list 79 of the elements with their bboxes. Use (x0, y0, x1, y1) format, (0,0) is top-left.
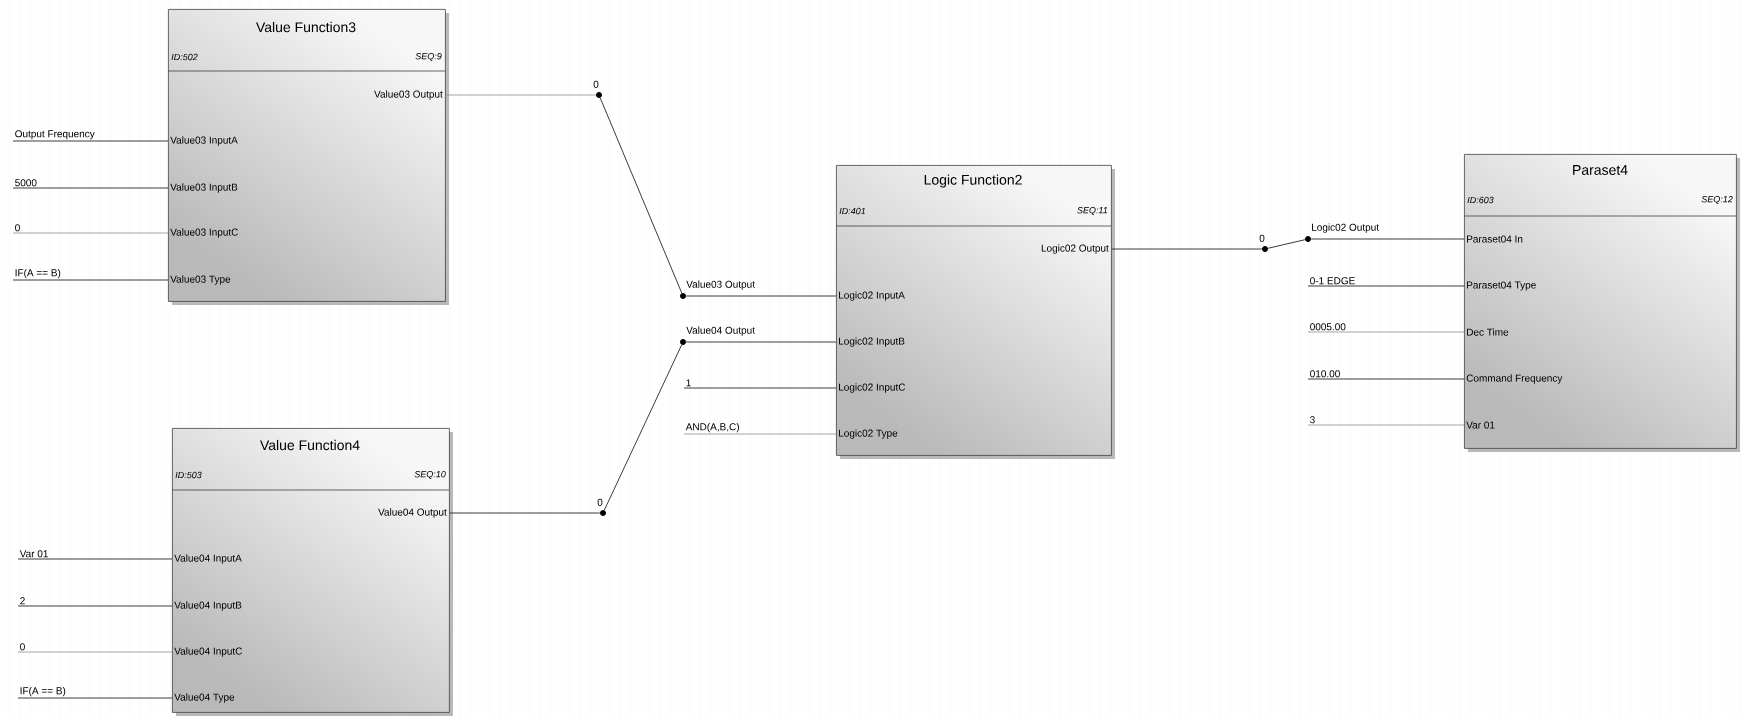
input-value: 1 (686, 379, 691, 387)
port-label: Value04 InputB (174, 601, 242, 611)
wire-label: 0 (597, 498, 603, 506)
wire (685, 341, 837, 343)
port-label: Command Frequency (1466, 374, 1563, 384)
wire (1307, 424, 1465, 426)
port-label: Value04 Type (174, 693, 235, 703)
input-value: 0005.00 (1310, 323, 1346, 331)
wire-label: Logic02 Output (1312, 223, 1379, 233)
function-block (171, 428, 453, 716)
input-value: AND(A,B,C) (685, 423, 739, 433)
input-value: Var 01 (19, 550, 48, 558)
input-value: IF(A == B) (20, 687, 66, 697)
port-label: Value03 Type (170, 275, 231, 285)
id-label: ID:603 (1467, 196, 1494, 204)
sequence-label: SEQ:10 (414, 471, 446, 479)
wire-label: Value03 Output (686, 280, 755, 290)
wire (1111, 248, 1263, 250)
input-value: 0-1 EDGE (1310, 277, 1355, 285)
port-label: Value03 InputB (170, 183, 238, 193)
function-block (835, 165, 1115, 459)
wire-label: 0 (1259, 234, 1265, 242)
input-value: 010.00 (1310, 370, 1340, 378)
wire (1307, 378, 1465, 380)
wire (12, 140, 169, 142)
sequence-label: SEQ:11 (1077, 207, 1108, 215)
port-label: Logic02 Output (1041, 244, 1109, 254)
input-value: Output Frequency (15, 130, 95, 140)
wire (17, 651, 173, 653)
wire (12, 187, 169, 189)
function-block (167, 9, 449, 305)
port-label: Logic02 InputA (839, 291, 905, 301)
wire (1307, 285, 1465, 287)
port-label: Logic02 InputB (839, 337, 905, 347)
wire (1310, 238, 1465, 240)
wire (599, 97, 683, 294)
sequence-label: SEQ:9 (415, 53, 442, 61)
input-value: 2 (20, 597, 25, 605)
input-value: 0 (20, 643, 25, 651)
input-value: 0 (15, 224, 20, 232)
port-label: Value04 InputC (174, 647, 242, 657)
port-label: Paraset04 Type (1467, 281, 1536, 291)
port-label: Value04 Output (378, 508, 447, 518)
wire (685, 295, 837, 297)
wire (12, 232, 169, 234)
port-label: Value04 InputA (174, 554, 242, 564)
wire (17, 697, 173, 699)
port-label: Value03 Output (374, 90, 443, 100)
block-title: Value Function4 (260, 439, 360, 451)
wire-label: Value04 Output (686, 326, 755, 336)
wire (449, 512, 601, 514)
port-label: Logic02 Type (839, 429, 898, 439)
id-label: ID:401 (839, 207, 865, 215)
wire (603, 344, 683, 511)
sequence-label: SEQ:12 (1701, 196, 1733, 204)
port-label: Value03 InputA (170, 136, 238, 146)
port-label: Value03 InputC (170, 228, 238, 238)
function-block (1463, 154, 1740, 452)
id-label: ID:503 (175, 471, 202, 479)
wire-label: 0 (593, 80, 599, 88)
block-title: Paraset4 (1573, 165, 1628, 175)
wire (12, 279, 169, 281)
wire (1307, 331, 1465, 333)
wire (1267, 239, 1306, 249)
block-title: Logic Function2 (924, 174, 1022, 188)
port-label: Var 01 (1466, 421, 1495, 429)
wire (445, 94, 597, 96)
wire (683, 433, 837, 435)
id-label: ID:502 (171, 53, 198, 61)
wire (17, 558, 173, 560)
block-title: Value Function3 (256, 21, 356, 33)
input-value: IF(A == B) (15, 269, 61, 279)
input-value: 3 (1310, 416, 1315, 424)
port-label: Paraset04 In (1467, 235, 1523, 243)
port-label: Logic02 InputC (839, 383, 906, 393)
port-label: Dec Time (1467, 328, 1509, 336)
wire (683, 387, 837, 389)
input-value: 5000 (15, 179, 37, 187)
wire (17, 605, 173, 607)
